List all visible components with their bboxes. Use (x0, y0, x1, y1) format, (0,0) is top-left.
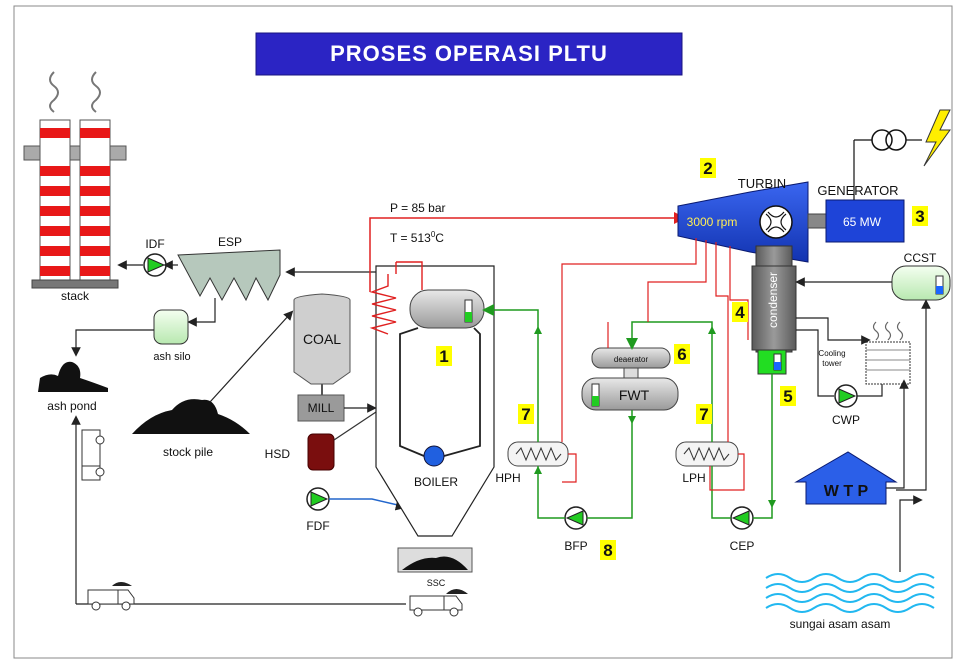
lph-label: LPH (682, 471, 705, 485)
boiler: BOILER (369, 261, 495, 537)
bfp-pump: BFP (564, 506, 588, 553)
idf-label: IDF (145, 237, 164, 251)
lph-heater: LPH (675, 441, 739, 485)
deaerator-label: deaerator (614, 355, 649, 364)
ash-pond: ash pond (38, 361, 108, 413)
truck-ssc (409, 589, 468, 617)
badge-2: 2 (700, 158, 716, 178)
ccst-tank: CCST (891, 251, 951, 301)
svg-text:8: 8 (603, 541, 612, 560)
bfp-label: BFP (564, 539, 587, 553)
svg-text:3: 3 (915, 207, 924, 226)
ash-pond-label: ash pond (47, 399, 96, 413)
mill-label: MILL (308, 401, 335, 415)
cwp-pump: CWP (832, 384, 860, 427)
turbin-label: TURBIN (738, 176, 786, 191)
cooling-tower: Cooling tower (818, 321, 911, 385)
cep-label: CEP (730, 539, 755, 553)
deaerator: deaerator (591, 347, 671, 369)
fdf-fan: FDF (306, 487, 330, 533)
transformer-icon (853, 129, 922, 200)
svg-text:7: 7 (699, 405, 708, 424)
badge-8: 8 (600, 540, 616, 560)
page-border (13, 5, 953, 659)
cooling-tower-label-2: tower (822, 359, 842, 368)
turbine: 3000 rpm TURBIN (677, 176, 809, 263)
svg-text:1: 1 (439, 347, 448, 366)
ash-silo-label: ash silo (153, 351, 190, 363)
hph-heater: HPH (495, 441, 569, 485)
idf-fan: IDF (143, 237, 167, 277)
condenser: condenser (751, 245, 797, 375)
badge-5: 5 (780, 386, 796, 406)
badge-7a: 7 (518, 404, 534, 424)
lightning-icon (923, 109, 951, 167)
cwp-label: CWP (832, 413, 860, 427)
badge-7b: 7 (696, 404, 712, 424)
svg-text:7: 7 (521, 405, 530, 424)
boiler-label: BOILER (414, 475, 458, 489)
svg-text:4: 4 (735, 303, 745, 322)
ash-silo: ash silo (153, 309, 191, 363)
cep-pump: CEP (730, 506, 755, 553)
stock-pile-label: stock pile (163, 445, 213, 459)
condenser-label: condenser (766, 272, 780, 328)
truck-horizontal (87, 582, 135, 611)
temperature-label: T = 5130C (390, 230, 444, 245)
badge-4: 4 (732, 302, 748, 322)
generator: 65 MW GENERATOR (817, 183, 905, 243)
pressure-label: P = 85 bar (390, 201, 446, 215)
stack-label: stack (61, 289, 90, 303)
truck-vertical (81, 429, 105, 481)
shaft (807, 213, 827, 229)
mill: MILL (297, 394, 345, 422)
river: sungai asam asam (765, 573, 935, 631)
stock-pile: stock pile (132, 399, 250, 459)
river-label: sungai asam asam (790, 617, 891, 631)
badge-6: 6 (674, 344, 690, 364)
ccst-label: CCST (904, 251, 937, 265)
esp-label: ESP (218, 235, 242, 249)
badge-1: 1 (436, 346, 452, 366)
wtp: W T P (794, 451, 898, 505)
hsd-label: HSD (265, 447, 291, 461)
page-title: PROSES OPERASI PLTU (330, 41, 608, 66)
svg-text:2: 2 (703, 159, 712, 178)
ssc-label: SSC (427, 578, 446, 588)
wtp-label: W T P (824, 483, 869, 500)
stack: stack (23, 71, 127, 303)
rpm-label: 3000 rpm (687, 215, 738, 229)
coal-label: COAL (303, 331, 341, 347)
coal-bunker: COAL (293, 293, 351, 385)
hsd-tank: HSD (265, 433, 335, 471)
title-banner: PROSES OPERASI PLTU (255, 32, 683, 76)
fdf-label: FDF (306, 519, 329, 533)
ssc: SSC (397, 547, 473, 588)
hph-label: HPH (495, 471, 520, 485)
svg-text:6: 6 (677, 345, 686, 364)
fwt-label: FWT (619, 387, 650, 403)
svg-text:5: 5 (783, 387, 792, 406)
mw-label: 65 MW (843, 215, 882, 229)
generator-label: GENERATOR (817, 183, 898, 198)
fwt-tank: FWT (581, 377, 679, 411)
badge-3: 3 (912, 206, 928, 226)
esp: ESP (177, 235, 281, 302)
cooling-tower-label-1: Cooling (818, 349, 845, 358)
